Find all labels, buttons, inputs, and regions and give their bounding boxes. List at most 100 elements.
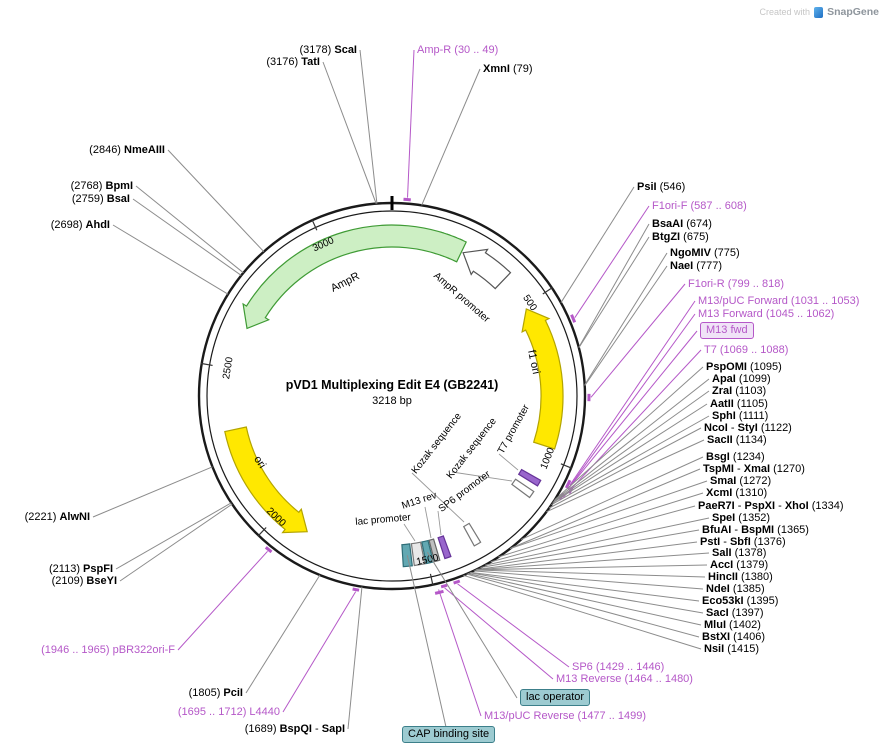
label-bspqi_sapi[interactable]: (1689) BspQI - SapI: [244, 723, 345, 735]
callout-line-t7: [562, 349, 702, 498]
callout-line-btgzi: [578, 236, 650, 348]
callout-line-bfuai_bspmi: [480, 529, 700, 569]
callout-line-cap_site: [406, 555, 447, 728]
label-sacii[interactable]: SacII (1134): [707, 434, 767, 446]
label-xmni[interactable]: XmnI (79): [483, 63, 533, 75]
label-hincii[interactable]: HincII (1380): [708, 571, 773, 583]
label-bpmi[interactable]: (2768) BpmI: [70, 180, 133, 192]
label-ncoi_styi[interactable]: NcoI - StyI (1122): [704, 422, 792, 434]
mark-sp6[interactable]: [453, 579, 461, 585]
label-ampr_primer[interactable]: Amp-R (30 .. 49): [417, 44, 499, 56]
label-lac_operator[interactable]: lac operator: [520, 689, 591, 706]
label-nmeaiii[interactable]: (2846) NmeAIII: [89, 144, 165, 156]
feature-ampr_promoter[interactable]: [462, 248, 512, 290]
label-pspomi[interactable]: PspOMI (1095): [706, 361, 782, 373]
label-bsgi[interactable]: BsgI (1234): [706, 451, 765, 463]
label-ahdi[interactable]: (2698) AhdI: [50, 219, 110, 231]
plasmid-size: 3218 bp: [372, 395, 412, 407]
feature-kozak1[interactable]: [511, 478, 535, 499]
label-alwni[interactable]: (2221) AlwNI: [24, 511, 90, 523]
label-box-cap_site: CAP binding site: [402, 726, 496, 743]
label-pspfi[interactable]: (2113) PspFI: [49, 563, 113, 575]
label-zrai[interactable]: ZraI (1103): [712, 385, 767, 397]
feature-sp6prom[interactable]: [437, 535, 452, 560]
mark-f1ori-f[interactable]: [570, 314, 577, 323]
feature-leader-line-3: [437, 510, 442, 536]
label-mlui[interactable]: MluI (1402): [704, 619, 761, 631]
feature-ampr[interactable]: [242, 224, 468, 330]
label-saci[interactable]: SacI (1397): [706, 607, 764, 619]
label-tspmi_xmai[interactable]: TspMI - XmaI (1270): [703, 463, 805, 475]
feature-leader-line-5: [403, 523, 416, 542]
label-bsai[interactable]: (2759) BsaI: [71, 193, 130, 205]
label-btgzi[interactable]: BtgZI (675): [652, 231, 709, 243]
label-sp6[interactable]: SP6 (1429 .. 1446): [572, 661, 665, 673]
label-bfuai_bspmi[interactable]: BfuAI - BspMI (1365): [702, 524, 809, 536]
label-bsaai[interactable]: BsaAI (674): [652, 218, 712, 230]
mark-amp-r[interactable]: [403, 197, 411, 202]
label-ndei[interactable]: NdeI (1385): [706, 583, 765, 595]
label-m13puc_rev[interactable]: M13/pUC Reverse (1477 .. 1499): [484, 710, 647, 722]
label-tati[interactable]: (3176) TatI: [266, 56, 320, 68]
callout-line-m13_forward: [567, 313, 696, 490]
callout-line-lac_operator: [426, 551, 518, 699]
feature-ori[interactable]: [224, 426, 308, 534]
label-apai[interactable]: ApaI (1099): [712, 373, 771, 385]
mark-m13-reverse[interactable]: [440, 583, 448, 589]
callout-line-sp6: [457, 583, 570, 668]
feature-lacprom[interactable]: [410, 541, 426, 567]
label-m13_forward[interactable]: M13 Forward (1045 .. 1062): [698, 308, 835, 320]
callout-line-aatii: [552, 403, 708, 504]
label-aatii[interactable]: AatII (1105): [710, 398, 768, 410]
label-m13puc_fwd[interactable]: M13/pUC Forward (1031 .. 1053): [698, 295, 860, 307]
feature-kozak2[interactable]: [462, 522, 482, 547]
label-psti_sbfi[interactable]: PstI - SbfI (1376): [700, 536, 786, 548]
label-bstxi[interactable]: BstXI (1406): [702, 631, 765, 643]
callout-line-ndei: [473, 570, 704, 590]
label-smai[interactable]: SmaI (1272): [710, 475, 772, 487]
label-ngomiv[interactable]: NgoMIV (775): [670, 247, 740, 259]
label-f1ori_r[interactable]: F1ori-R (799 .. 818): [688, 278, 784, 290]
label-nsii[interactable]: NsiI (1415): [704, 643, 760, 655]
callout-line-eco53ki: [470, 571, 700, 602]
callout-line-bstxi: [466, 573, 700, 638]
label-paer7i[interactable]: PaeR7I - PspXI - XhoI (1334): [698, 500, 844, 512]
label-psii[interactable]: PsiI (546): [637, 181, 686, 193]
label-l4440[interactable]: (1695 .. 1712) L4440: [177, 706, 280, 718]
callout-line-naei: [584, 265, 668, 386]
mark-m13-puc-forward[interactable]: [564, 479, 572, 489]
label-pcii[interactable]: (1805) PciI: [188, 687, 243, 699]
label-scai[interactable]: (3178) ScaI: [299, 44, 358, 56]
callout-line-bsai: [132, 198, 242, 276]
label-m13_reverse[interactable]: M13 Reverse (1464 .. 1480): [556, 673, 693, 685]
label-xcmi[interactable]: XcmI (1310): [706, 487, 768, 499]
callout-line-mlui: [467, 572, 702, 626]
mark-l4440[interactable]: [352, 587, 360, 592]
callout-line-zrai: [552, 390, 710, 503]
callout-line-pbr322ori_f: [177, 550, 268, 651]
label-bseyi[interactable]: (2109) BseYI: [51, 575, 117, 587]
feature-m13rev[interactable]: [428, 538, 441, 563]
label-cap_site[interactable]: CAP binding site: [402, 726, 496, 743]
feature-f1ori[interactable]: [521, 308, 564, 450]
callout-line-hincii: [475, 569, 706, 578]
feature-t7prom[interactable]: [517, 468, 542, 487]
callout-line-psti_sbfi: [476, 541, 698, 570]
callout-line-l4440: [282, 591, 357, 713]
callout-line-psii: [560, 186, 635, 303]
label-naei[interactable]: NaeI (777): [670, 260, 722, 272]
label-m13_fwd_box[interactable]: M13 fwd: [700, 322, 754, 339]
label-sali[interactable]: SalI (1378): [712, 547, 767, 559]
label-t7[interactable]: T7 (1069 .. 1088): [704, 344, 789, 356]
label-sphi[interactable]: SphI (1111): [712, 410, 769, 422]
callout-line-paer7i: [490, 505, 696, 563]
label-f1ori_f[interactable]: F1ori-F (587 .. 608): [652, 200, 747, 212]
callout-line-pspfi: [115, 502, 232, 570]
callout-line-xmni: [421, 68, 481, 206]
label-acci[interactable]: AccI (1379): [710, 559, 769, 571]
label-eco53ki[interactable]: Eco53kI (1395): [702, 595, 779, 607]
mark-pbr322ori-f[interactable]: [264, 546, 273, 554]
label-pbr322ori_f[interactable]: (1946 .. 1965) pBR322ori-F: [41, 644, 175, 656]
label-spei[interactable]: SpeI (1352): [712, 512, 771, 524]
